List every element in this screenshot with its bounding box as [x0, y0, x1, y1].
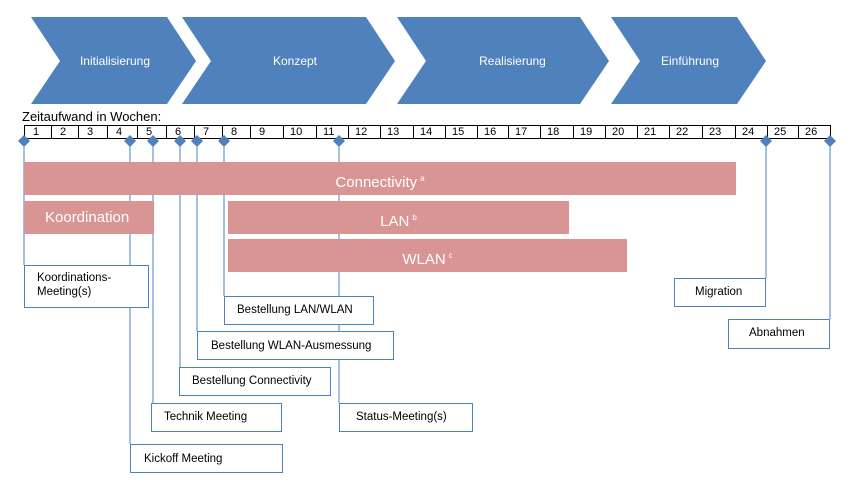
phase-arrows: [31, 17, 766, 104]
callout-koordinations-meeting: Koordinations- Meeting(s): [24, 265, 149, 308]
milestone-marker-koordinations-meeting: [18, 135, 30, 147]
callout-bestellung-lan-wlan: Bestellung LAN/WLAN: [224, 296, 374, 325]
milestone-marker-status-meeting: [333, 135, 345, 147]
callout-status-meeting: Status-Meeting(s): [339, 403, 473, 432]
callout-abnahmen: Abnahmen: [728, 319, 830, 349]
week-cell-10: 10: [283, 125, 317, 139]
bar-wlan-footnote: c: [448, 251, 453, 260]
week-cell-1: 1: [24, 125, 52, 139]
bar-connectivity-footnote: a: [420, 174, 425, 183]
week-cell-17: 17: [508, 125, 541, 139]
phase-arrow-einfuehrung: [611, 17, 766, 104]
week-cell-21: 21: [637, 125, 670, 139]
callout-bestellung-connectivity: Bestellung Connectivity: [179, 367, 331, 396]
callout-migration: Migration: [674, 278, 766, 307]
milestone-marker-migration: [760, 135, 772, 147]
timeline-title: Zeitaufwand in Wochen:: [22, 109, 162, 124]
phase-arrow-konzept: [182, 17, 395, 104]
week-cell-20: 20: [605, 125, 638, 139]
phase-label-realisierung: Realisierung: [479, 54, 546, 68]
milestone-marker-technik-meeting: [147, 135, 159, 147]
bar-wlan-label: WLAN: [402, 251, 446, 268]
week-cell-14: 14: [413, 125, 446, 139]
milestone-marker-bestellung-lan-wlan: [218, 135, 230, 147]
week-cell-23: 23: [702, 125, 736, 139]
callout-kickoff-meeting: Kickoff Meeting: [130, 444, 283, 473]
bar-connectivity-label: Connectivity: [335, 174, 418, 191]
week-cell-8: 8: [222, 125, 251, 139]
phase-label-einfuehrung: Einführung: [660, 54, 720, 68]
bar-lan-footnote: b: [412, 213, 417, 222]
milestone-marker-abnahmen: [824, 135, 836, 147]
phase-label-initialisierung: Initialisierung: [79, 54, 151, 68]
week-cell-7: 7: [194, 125, 223, 139]
phase-label-konzept: Konzept: [272, 54, 318, 68]
bar-koordination: Koordination: [24, 201, 154, 234]
callout-bestellung-wlan-ausmessung: Bestellung WLAN-Ausmessung: [197, 331, 394, 360]
week-cell-22: 22: [669, 125, 703, 139]
milestone-marker-bestellung-connectivity: [174, 135, 186, 147]
phase-arrow-initialisierung: [31, 17, 196, 104]
callout-technik-meeting: Technik Meeting: [151, 403, 282, 432]
week-cell-26: 26: [798, 125, 831, 139]
milestone-marker-bestellung-wlan-ausmessung: [191, 135, 203, 147]
phase-arrow-realisierung: [397, 17, 609, 104]
week-cell-13: 13: [380, 125, 414, 139]
week-cell-24: 24: [735, 125, 768, 139]
week-cell-3: 3: [78, 125, 108, 139]
week-cell-12: 12: [348, 125, 381, 139]
bar-koordination-label: Koordination: [45, 209, 130, 226]
week-cell-15: 15: [445, 125, 478, 139]
week-cell-18: 18: [540, 125, 574, 139]
week-cell-19: 19: [573, 125, 606, 139]
milestone-marker-kickoff-meeting: [124, 135, 136, 147]
bar-lan-label: LAN: [380, 213, 410, 230]
